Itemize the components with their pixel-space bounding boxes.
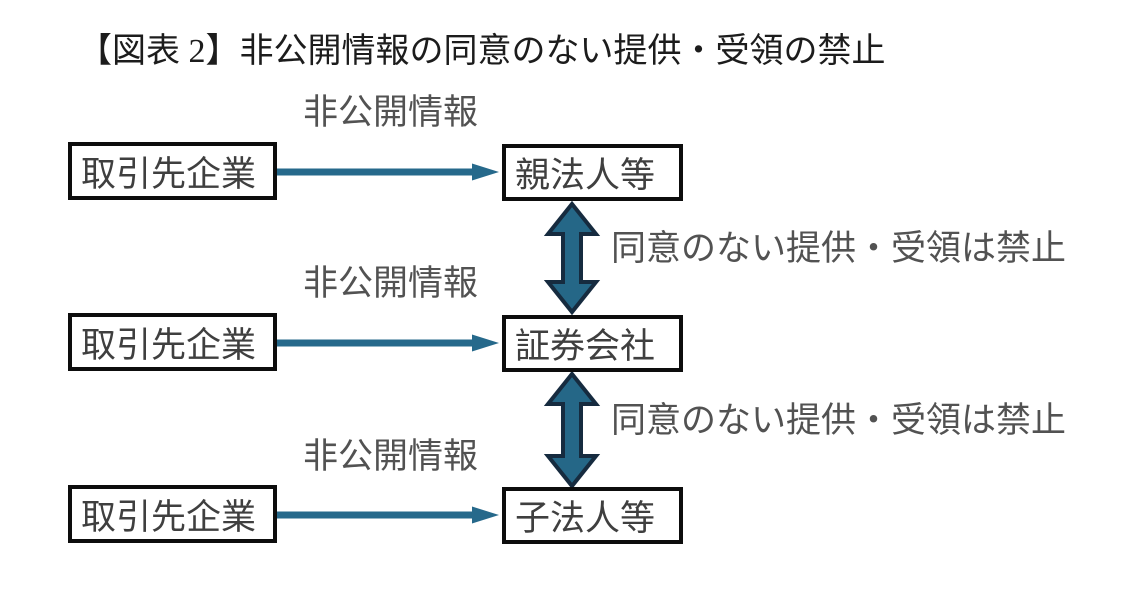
- right-arrow-icon-row3: [277, 506, 499, 524]
- box-counterparty-row1: 取引先企業: [68, 142, 277, 200]
- label-nonpublic-info-row1: 非公開情報: [303, 93, 479, 132]
- box-counterparty-row3: 取引先企業: [68, 485, 277, 543]
- box-counterparty-row2: 取引先企業: [68, 313, 277, 371]
- right-arrow-icon-row2: [277, 334, 499, 352]
- label-nonpublic-info-row2: 非公開情報: [303, 264, 479, 303]
- label-prohibition-1: 同意のない提供・受領は禁止: [611, 229, 1067, 268]
- label-nonpublic-info-row3: 非公開情報: [303, 437, 479, 476]
- double-arrow-icon-securities-subsidiary: [543, 370, 601, 490]
- double-arrow-icon-parent-securities: [543, 200, 601, 316]
- diagram-title: 【図表 2】非公開情報の同意のない提供・受領の禁止: [78, 33, 886, 70]
- box-securities-company: 証券会社: [502, 315, 683, 372]
- box-subsidiary-entity: 子法人等: [502, 487, 683, 544]
- label-prohibition-2: 同意のない提供・受領は禁止: [611, 401, 1067, 440]
- right-arrow-icon-row1: [277, 163, 499, 181]
- box-parent-entity: 親法人等: [502, 144, 683, 201]
